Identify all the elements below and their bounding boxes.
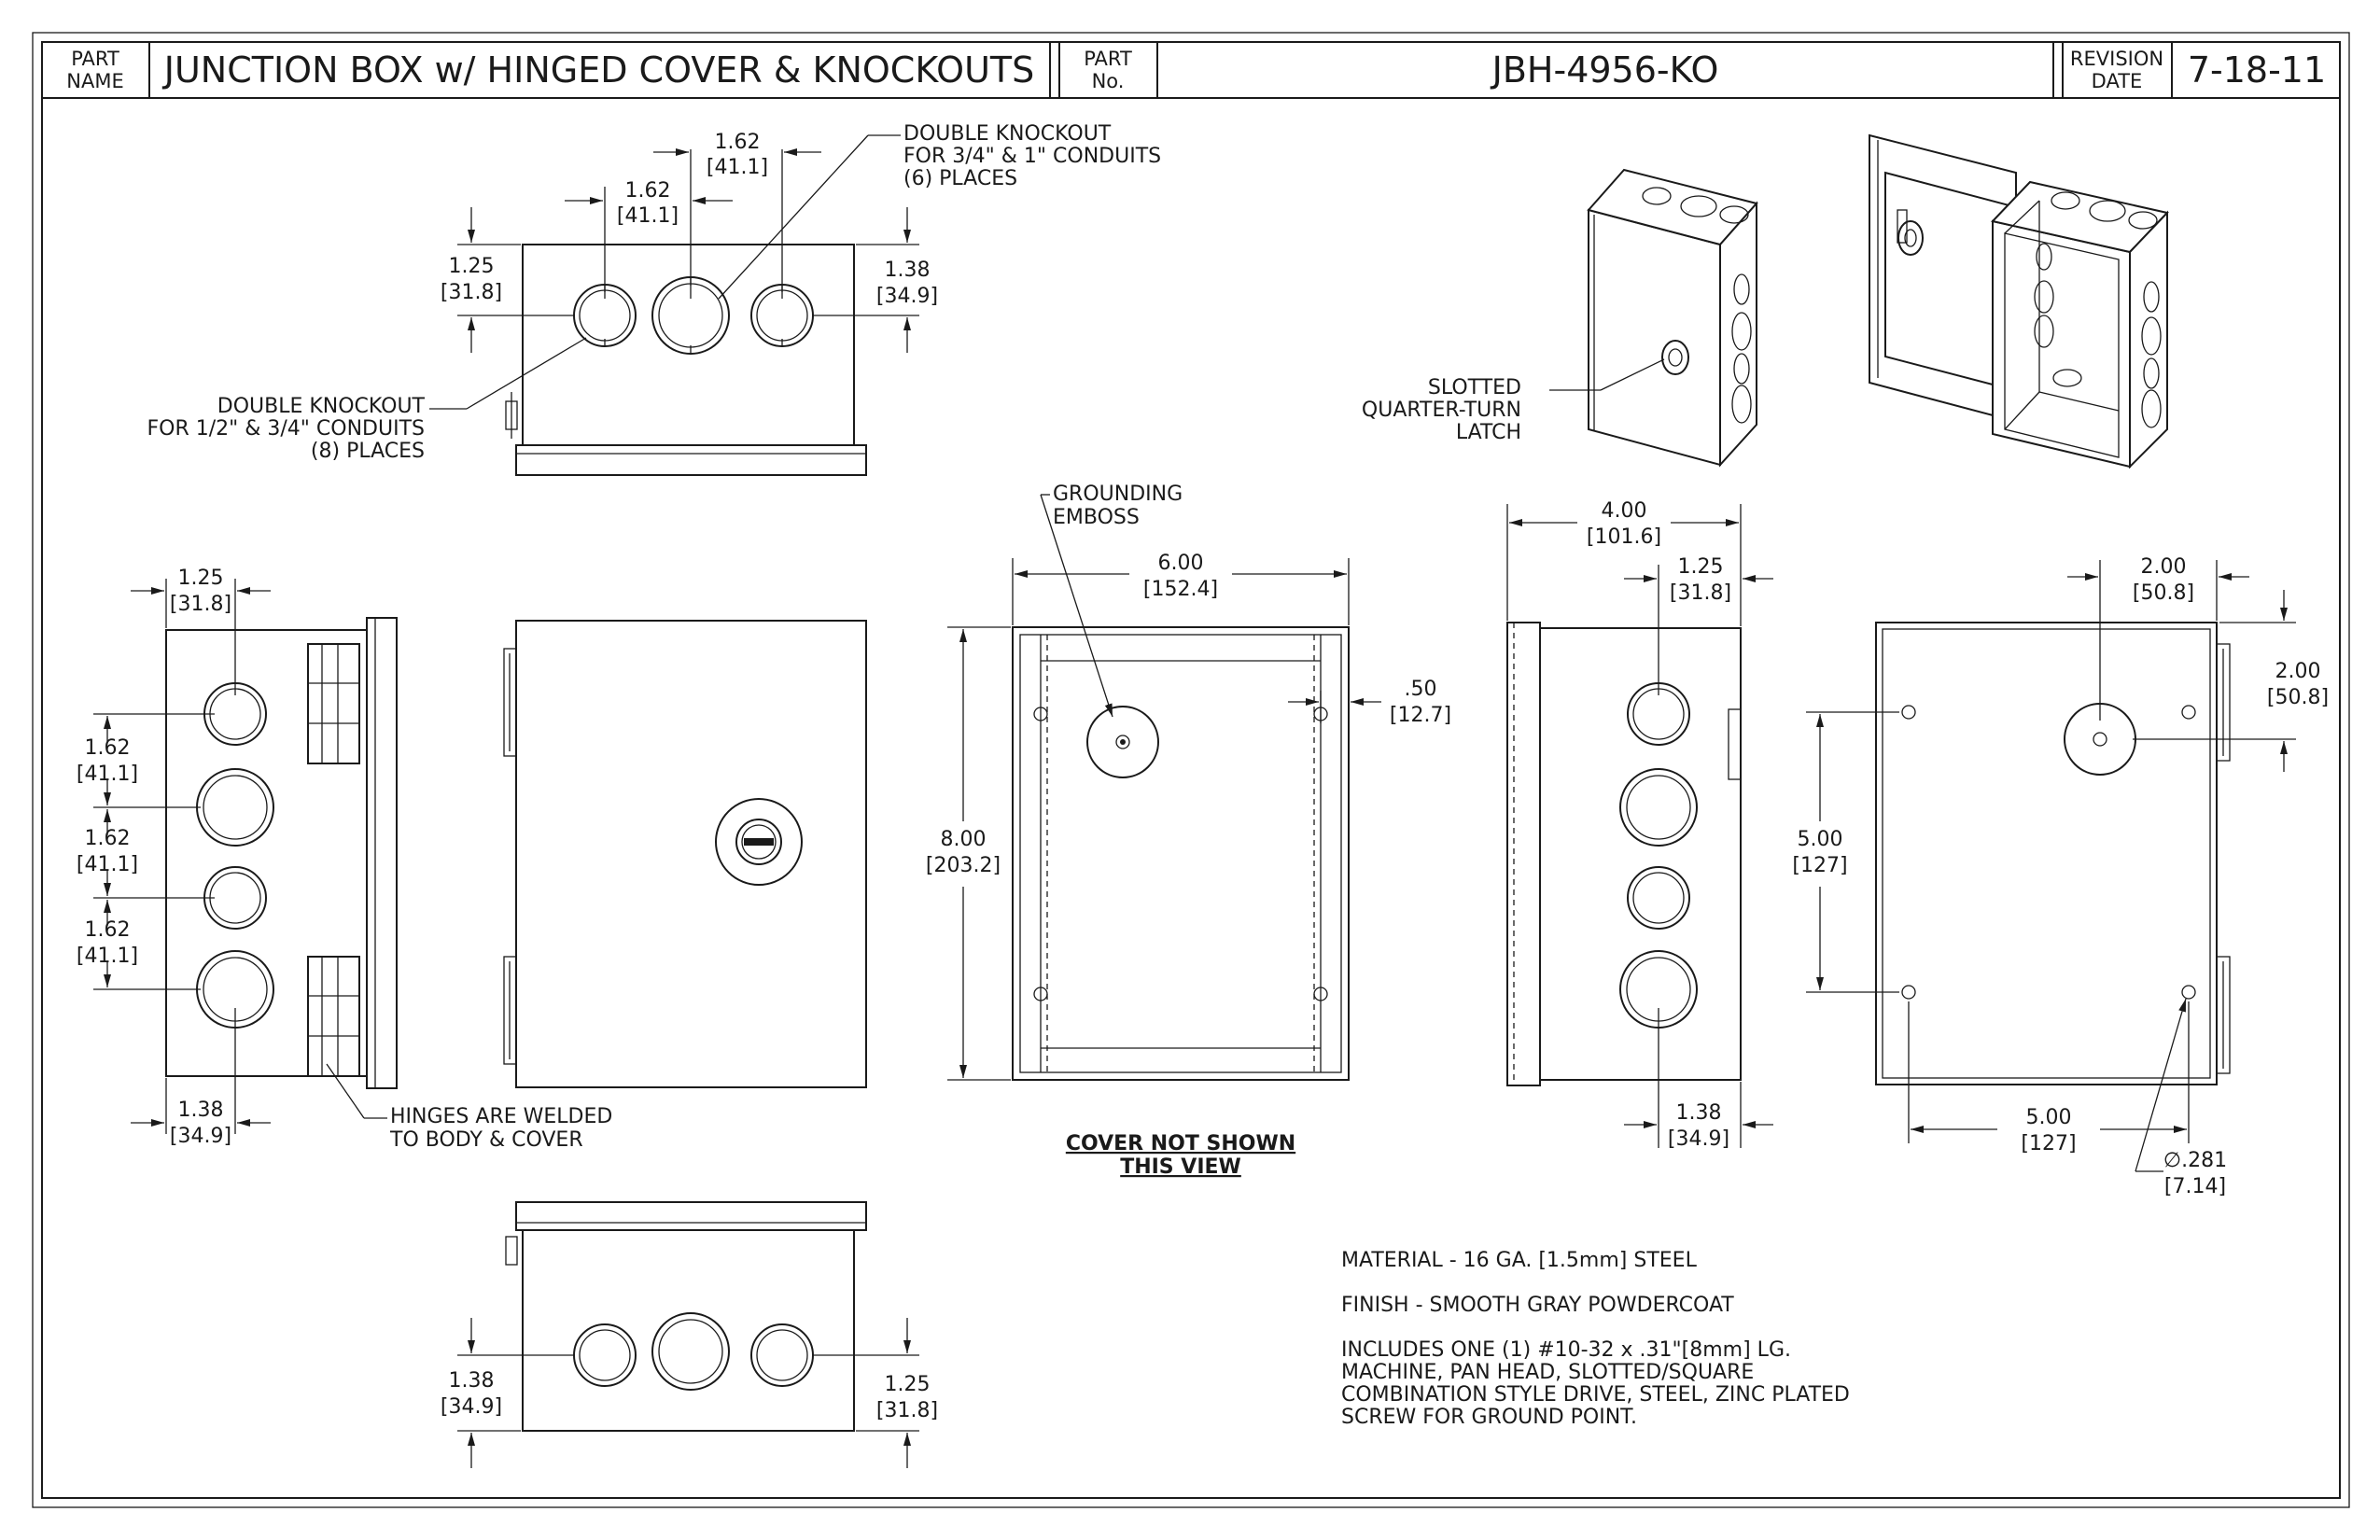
dim-1-62-side-c: 1.62 (85, 918, 131, 942)
part-name-label-line1: PART (71, 48, 119, 70)
dim-1-25-right: 1.25 (1678, 555, 1724, 579)
note-material: MATERIAL - 16 GA. [1.5mm] STEEL (1341, 1249, 1698, 1272)
dim-127-vert: [127] (1792, 854, 1847, 877)
callout-ko-small-line3: (8) PLACES (311, 440, 425, 463)
note-includes-line1: INCLUDES ONE (1) #10-32 x .31"[8mm] LG. (1341, 1338, 1791, 1362)
callout-hinges-line1: HINGES ARE WELDED (390, 1105, 612, 1128)
knockout-icon (1619, 768, 1698, 847)
sheet-border-outer (32, 32, 2350, 1508)
callout-grounding-line2: EMBOSS (1053, 506, 1140, 529)
title-block: PART NAME JUNCTION BOX w/ HINGED COVER &… (42, 42, 2340, 99)
latch-icon (1897, 209, 1924, 256)
back-view: 2.00 [50.8] 2.00 [50.8] 5.00 [127] 5.00 … (1792, 555, 2329, 1198)
dim-1-62-side-a: 1.62 (85, 736, 131, 760)
dim-7-14: [7.14] (2164, 1175, 2226, 1198)
dim-1-62-right: 1.62 (715, 131, 761, 154)
dim-31-8-top: [31.8] (441, 281, 502, 304)
dim-41-1-left: [41.1] (617, 204, 679, 228)
cover-not-shown-line1: COVER NOT SHOWN (1066, 1132, 1295, 1155)
front-open-view: 6.00 [152.4] 8.00 [203.2] .50 [12.7] GRO… (926, 483, 1451, 1179)
dim-0-50: .50 (1405, 678, 1437, 701)
part-name: JUNCTION BOX w/ HINGED COVER & KNOCKOUTS (162, 49, 1034, 91)
dim-1-38-side: 1.38 (178, 1099, 224, 1122)
dim-2-00-top: 2.00 (2141, 555, 2187, 579)
dim-4-00: 4.00 (1602, 499, 1647, 523)
knockout-icon (573, 1323, 637, 1387)
dim-152-4: [152.4] (1143, 578, 1218, 601)
dim-127-horiz: [127] (2021, 1132, 2076, 1155)
revision-label-line1: REVISION (2070, 48, 2163, 70)
part-no-label-line1: PART (1084, 48, 1132, 70)
callout-hinges-line2: TO BODY & COVER (389, 1128, 583, 1152)
dim-203-2: [203.2] (926, 854, 1001, 877)
left-side-view: 1.25 [31.8] 1.62 [41.1] 1.62 [41.1] 1.62… (77, 567, 612, 1152)
dim-41-1-side-c: [41.1] (77, 945, 138, 968)
dim-1-38-top: 1.38 (885, 259, 931, 282)
dim-34-9-bottom: [34.9] (441, 1395, 502, 1419)
callout-latch-line3: LATCH (1456, 421, 1521, 444)
latch-icon (715, 798, 803, 886)
dim-34-9-right: [34.9] (1668, 1127, 1729, 1151)
dim-31-8-right: [31.8] (1670, 581, 1731, 605)
dim-31-8-side: [31.8] (170, 593, 231, 616)
dim-101-6: [101.6] (1587, 525, 1661, 549)
dim-41-1-side-b: [41.1] (77, 853, 138, 876)
iso-closed-view: SLOTTED QUARTER-TURN LATCH (1362, 168, 1758, 468)
dim-50-8-top: [50.8] (2133, 581, 2194, 605)
top-end-view: 1.62 [41.1] 1.62 [41.1] 1.25 [31.8] 1.38… (147, 122, 1161, 476)
cover-not-shown-line2: THIS VIEW (1120, 1155, 1241, 1179)
revision-label-line2: DATE (2092, 70, 2143, 92)
iso-open-view (1869, 133, 2169, 469)
dim-12-7: [12.7] (1390, 704, 1451, 727)
dim-1-38-bottom: 1.38 (449, 1369, 495, 1393)
dim-1-38-right: 1.38 (1676, 1101, 1722, 1125)
knockout-icon (196, 768, 274, 847)
dim-8-00: 8.00 (941, 828, 987, 851)
callout-ko-small-line2: FOR 1/2" & 3/4" CONDUITS (147, 417, 425, 441)
dim-41-1-side-a: [41.1] (77, 763, 138, 786)
callout-ko-large-line3: (6) PLACES (903, 167, 1017, 190)
knockout-icon (750, 1323, 814, 1387)
callout-latch-line2: QUARTER-TURN (1362, 399, 1521, 422)
revision-date: 7-18-11 (2188, 49, 2326, 91)
note-includes-line3: COMBINATION STYLE DRIVE, STEEL, ZINC PLA… (1341, 1383, 1850, 1407)
callout-grounding-line1: GROUNDING (1053, 483, 1183, 506)
dim-5-00-horiz: 5.00 (2026, 1106, 2072, 1129)
dim-41-1-right: [41.1] (707, 156, 768, 179)
dim-1-25-side: 1.25 (178, 567, 224, 590)
dim-5-00-vert: 5.00 (1798, 828, 1843, 851)
part-no-label-line2: No. (1092, 70, 1125, 92)
dim-1-25-bottom: 1.25 (885, 1373, 931, 1396)
dim-hole-diameter: ∅.281 (2163, 1149, 2227, 1172)
right-side-view: 4.00 [101.6] 1.25 [31.8] 1.38 [34.9] (1506, 499, 1773, 1151)
dim-50-8-right: [50.8] (2267, 686, 2329, 709)
dim-6-00: 6.00 (1158, 552, 1204, 575)
note-finish: FINISH - SMOOTH GRAY POWDERCOAT (1341, 1294, 1734, 1317)
part-name-label-line2: NAME (66, 70, 123, 92)
dim-2-00-right: 2.00 (2275, 660, 2321, 683)
knockout-icon (1627, 866, 1690, 930)
dim-1-62-left: 1.62 (625, 179, 671, 203)
callout-latch-line1: SLOTTED (1428, 376, 1521, 399)
front-cover-view (503, 620, 867, 1088)
dim-34-9-side: [34.9] (170, 1125, 231, 1148)
bottom-end-view: 1.38 [34.9] 1.25 [31.8] (441, 1201, 938, 1468)
note-includes-line2: MACHINE, PAN HEAD, SLOTTED/SQUARE (1341, 1361, 1754, 1384)
dim-1-62-side-b: 1.62 (85, 827, 131, 850)
dim-34-9-top: [34.9] (876, 285, 938, 308)
knockout-icon (651, 1312, 730, 1391)
callout-ko-large-line1: DOUBLE KNOCKOUT (903, 122, 1112, 146)
callout-ko-small-line1: DOUBLE KNOCKOUT (217, 395, 426, 418)
general-notes: MATERIAL - 16 GA. [1.5mm] STEEL FINISH -… (1341, 1249, 1850, 1429)
sheet-border-inner (41, 41, 2341, 1499)
dim-31-8-bottom: [31.8] (876, 1399, 938, 1422)
callout-ko-large-line2: FOR 3/4" & 1" CONDUITS (903, 145, 1161, 168)
note-includes-line4: SCREW FOR GROUND POINT. (1341, 1406, 1637, 1429)
latch-icon (1661, 340, 1689, 375)
dim-1-25-top: 1.25 (449, 255, 495, 278)
part-number: JBH-4956-KO (1491, 49, 1719, 91)
